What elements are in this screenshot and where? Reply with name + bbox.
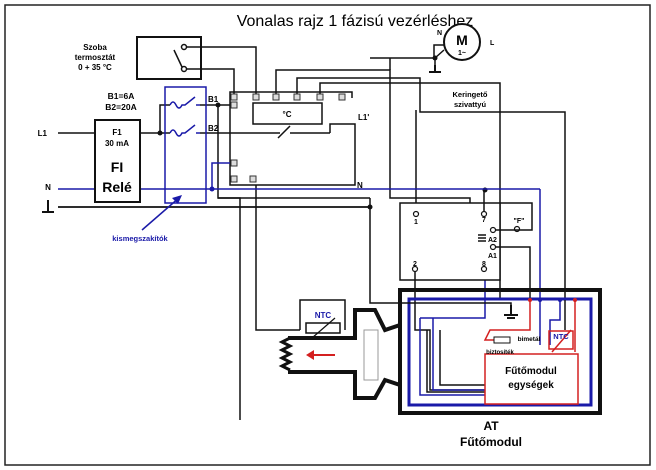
svg-text:1: 1 <box>414 219 418 226</box>
pump-label: Keringető szivattyú <box>452 90 487 109</box>
pump-motor: M 1~ N L <box>437 23 495 61</box>
svg-text:biztosíték: biztosíték <box>486 350 514 356</box>
svg-text:Keringető: Keringető <box>452 90 487 99</box>
svg-text:Relé: Relé <box>102 179 132 195</box>
svg-text:B2: B2 <box>208 124 219 133</box>
svg-text:NTC: NTC <box>315 311 332 320</box>
svg-text:NTC: NTC <box>553 332 569 341</box>
svg-text:N: N <box>437 30 442 37</box>
controller-terminals <box>230 93 346 183</box>
pointer-arrow <box>141 196 181 231</box>
svg-text:A2: A2 <box>488 237 497 244</box>
svg-text:FI: FI <box>111 159 123 175</box>
svg-text:Fűtőmodul: Fűtőmodul <box>460 435 522 449</box>
fi-relay: F1 30 mA FI Relé <box>94 119 141 203</box>
mains-wiring <box>58 44 566 420</box>
ground-icon <box>42 65 518 319</box>
breaker-ratings: B1=6A B2=20A <box>105 91 136 112</box>
l1-label: L1 <box>38 129 48 138</box>
breakers-label: kismegszakítók <box>112 234 168 243</box>
svg-text:bimetál: bimetál <box>518 336 541 343</box>
svg-text:M: M <box>456 32 468 48</box>
n-label: N <box>45 183 51 192</box>
at-heater-module: NTC bimetál biztosíték Fűtőmodul egysége… <box>398 288 602 449</box>
room-thermostat <box>136 36 257 95</box>
l1-prime-label: L1' <box>358 113 369 122</box>
svg-text:F1: F1 <box>112 128 122 137</box>
outer-ntc: NTC <box>299 299 346 339</box>
svg-text:°C: °C <box>283 110 292 119</box>
svg-text:B1=6A: B1=6A <box>108 91 135 101</box>
svg-text:8: 8 <box>482 261 486 268</box>
svg-text:B2=20A: B2=20A <box>105 102 136 112</box>
svg-text:7: 7 <box>482 217 486 224</box>
svg-text:0 + 35 °C: 0 + 35 °C <box>78 63 112 72</box>
svg-text:L: L <box>490 40 495 47</box>
svg-text:B1: B1 <box>208 95 219 104</box>
thermostat-label: Szoba termosztát 0 + 35 °C <box>75 43 116 72</box>
heat-exchanger <box>278 308 401 400</box>
svg-text:2: 2 <box>413 261 417 268</box>
frame <box>4 4 651 466</box>
svg-text:30 mA: 30 mA <box>105 139 129 148</box>
svg-text:termosztát: termosztát <box>75 53 116 62</box>
svg-text:Fűtőmodul: Fűtőmodul <box>505 366 557 377</box>
svg-text:A1: A1 <box>488 253 497 260</box>
svg-text:Szoba: Szoba <box>83 43 107 52</box>
svg-text:egységek: egységek <box>508 380 554 391</box>
svg-text:"F": "F" <box>514 218 525 225</box>
circuit-breakers: B1 B2 <box>164 86 219 204</box>
diagram-title: Vonalas rajz 1 fázisú vezérléshez <box>237 13 474 30</box>
svg-text:AT: AT <box>483 419 499 433</box>
relay: 1 7 2 8 A2 A1 "F" <box>399 190 533 300</box>
n2-label: N <box>357 181 363 190</box>
temperature-controller: °C <box>252 102 323 139</box>
svg-text:1~: 1~ <box>458 50 466 57</box>
svg-text:szivattyú: szivattyú <box>454 100 487 109</box>
